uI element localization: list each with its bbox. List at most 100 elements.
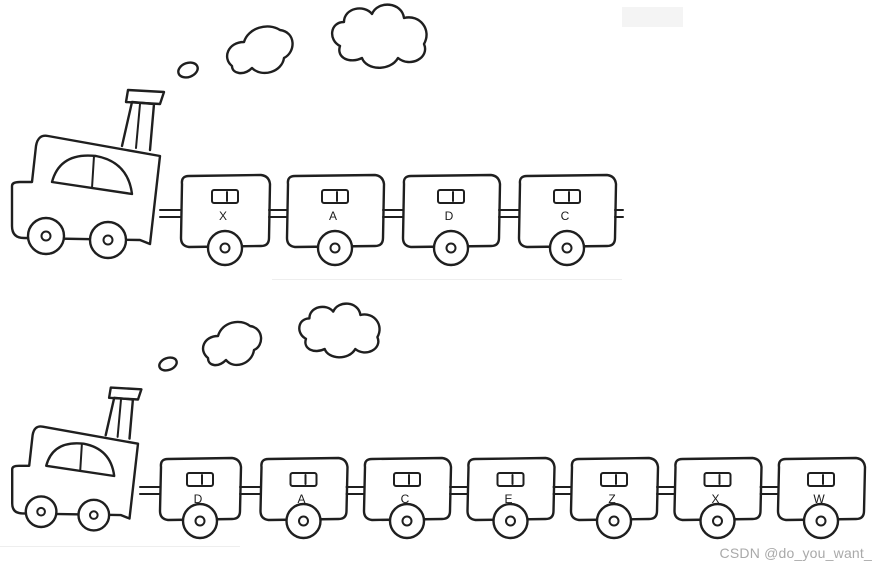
top-car-hub bbox=[329, 242, 341, 254]
bottom-smoke-puff-medium bbox=[201, 320, 263, 367]
bottom-car-body bbox=[673, 456, 763, 522]
bottom-car-window bbox=[600, 472, 628, 487]
top-car-hub bbox=[561, 242, 573, 254]
top-car: X bbox=[179, 173, 272, 267]
bottom-car-wheel bbox=[181, 502, 219, 540]
top-car-window bbox=[553, 189, 581, 204]
top-car-label: C bbox=[561, 209, 570, 223]
top-car-wheel bbox=[548, 229, 586, 267]
bottom-coupler bbox=[239, 486, 262, 495]
top-smoke-puff-small bbox=[177, 61, 199, 79]
top-locomotive-wheel bbox=[26, 216, 66, 256]
bottom-locomotive-window bbox=[45, 442, 116, 478]
bottom-car-hub bbox=[712, 515, 723, 527]
top-car-body bbox=[285, 173, 386, 249]
top-car-wheel bbox=[316, 229, 354, 267]
faint-placeholder-box bbox=[622, 7, 683, 27]
bottom-car-wheel bbox=[802, 502, 840, 540]
bottom-cloud bbox=[298, 302, 381, 359]
bottom-car-hub bbox=[608, 515, 620, 527]
bottom-car-wheel bbox=[285, 502, 322, 540]
bottom-car: W bbox=[776, 456, 867, 540]
bottom-car-label: W bbox=[813, 492, 825, 506]
bottom-locomotive-wheel bbox=[77, 498, 111, 532]
top-ground-line bbox=[272, 279, 622, 280]
bottom-coupler bbox=[345, 486, 365, 495]
bottom-coupler bbox=[139, 486, 161, 495]
top-car-label: A bbox=[329, 209, 337, 223]
bottom-car-label: E bbox=[504, 492, 512, 506]
bottom-car-label: A bbox=[297, 492, 305, 506]
bottom-ground-line bbox=[0, 546, 240, 547]
bottom-car-wheel bbox=[492, 502, 529, 540]
bottom-window-divider bbox=[79, 442, 83, 472]
top-chimney-cap bbox=[124, 88, 166, 106]
top-car-body bbox=[401, 173, 502, 249]
bottom-car-label: X bbox=[711, 492, 719, 506]
bottom-car-wheel bbox=[699, 502, 736, 540]
bottom-car-wheel bbox=[595, 502, 633, 540]
bottom-car: X bbox=[673, 456, 763, 540]
bottom-car-body bbox=[569, 456, 660, 522]
bottom-chimney-cap bbox=[107, 386, 143, 401]
top-coupler bbox=[498, 209, 520, 218]
top-car-wheel bbox=[206, 229, 244, 267]
bottom-coupler bbox=[759, 486, 779, 495]
bottom-car-body bbox=[259, 456, 349, 522]
top-car-body bbox=[517, 173, 618, 249]
top-coupler-end bbox=[614, 209, 624, 218]
top-car-window bbox=[211, 189, 239, 204]
top-coupler bbox=[268, 209, 288, 218]
top-locomotive-hub bbox=[102, 234, 114, 246]
bottom-locomotive-hub bbox=[36, 506, 46, 517]
bottom-car-hub bbox=[815, 515, 827, 527]
top-car-wheel bbox=[432, 229, 470, 267]
top-coupler bbox=[382, 209, 404, 218]
bottom-car-label: D bbox=[194, 492, 203, 506]
top-car-label: X bbox=[219, 209, 227, 223]
top-locomotive-hub bbox=[40, 230, 52, 242]
top-window-divider bbox=[91, 155, 95, 189]
top-chimney-line bbox=[135, 103, 141, 149]
top-car-window bbox=[437, 189, 465, 204]
bottom-car-window bbox=[496, 472, 525, 487]
bottom-coupler bbox=[449, 486, 469, 495]
bottom-car-body bbox=[362, 456, 453, 522]
watermark: CSDN @do_you_want_ bbox=[719, 545, 872, 561]
top-car: D bbox=[401, 173, 502, 267]
bottom-car: A bbox=[259, 456, 349, 540]
bottom-car-wheel bbox=[388, 502, 426, 540]
top-car-hub bbox=[445, 242, 457, 254]
bottom-car: Z bbox=[569, 456, 660, 540]
bottom-car: E bbox=[466, 456, 556, 540]
bottom-car-window bbox=[289, 472, 318, 487]
top-car-window bbox=[321, 189, 349, 204]
bottom-car-hub bbox=[505, 515, 516, 527]
bottom-locomotive-hub bbox=[88, 510, 99, 520]
bottom-car-body bbox=[466, 456, 556, 522]
bottom-car-body bbox=[776, 456, 867, 522]
top-cloud bbox=[331, 3, 428, 69]
bottom-car-label: Z bbox=[608, 492, 615, 506]
bottom-coupler bbox=[552, 486, 572, 495]
bottom-locomotive-wheel bbox=[24, 495, 58, 529]
top-locomotive-window bbox=[50, 154, 134, 196]
top-car-body bbox=[179, 173, 272, 249]
top-car: A bbox=[285, 173, 386, 267]
bottom-car-window bbox=[393, 472, 421, 487]
bottom-car-hub bbox=[194, 515, 206, 527]
bottom-car: D bbox=[158, 456, 243, 540]
bottom-smoke-puff-small bbox=[158, 356, 178, 372]
top-smoke-puff-medium bbox=[225, 25, 294, 75]
bottom-car-label: C bbox=[401, 492, 410, 506]
bottom-chimney-line bbox=[116, 398, 122, 438]
bottom-coupler bbox=[656, 486, 676, 495]
bottom-car-hub bbox=[298, 515, 309, 527]
bottom-car-window bbox=[703, 472, 732, 487]
bottom-car-window bbox=[807, 472, 835, 487]
bottom-locomotive-body bbox=[11, 425, 140, 520]
top-locomotive-wheel bbox=[88, 220, 128, 260]
